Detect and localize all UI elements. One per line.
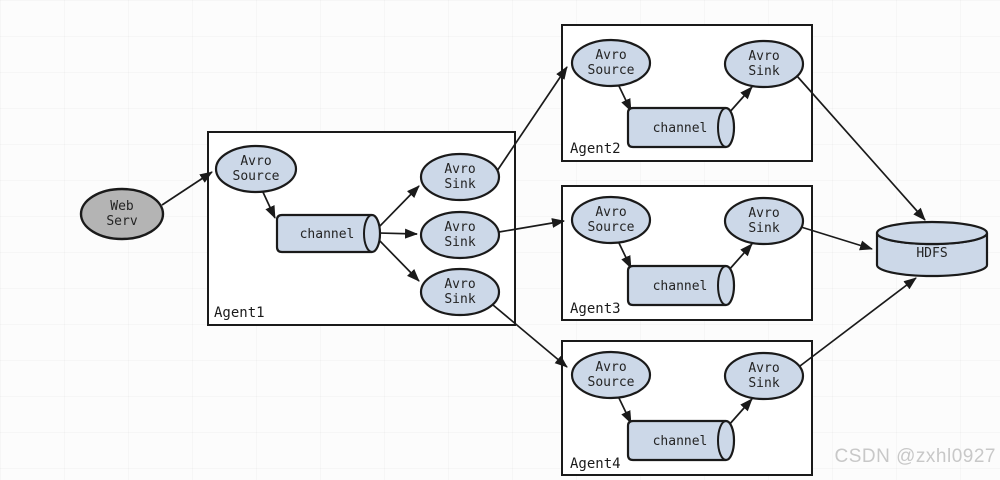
arrow-sink3-to-agent4-source (492, 304, 568, 368)
agent1-sink3-label-line1: Avro (444, 277, 475, 292)
arrow-agent2-source-to-channel (617, 83, 632, 112)
agent3-channel-label: channel (653, 279, 708, 294)
agent4-sink-label-line1: Avro (748, 361, 779, 376)
agent1-sink3-label-line2: Sink (444, 292, 475, 307)
agent1-label: Agent1 (214, 305, 265, 321)
arrow-agent4-channel-to-sink (727, 398, 753, 427)
agent2-sink-label-line2: Sink (748, 64, 779, 79)
arrow-agent3-sink-to-hdfs (800, 226, 873, 251)
agent3-channel: channel (626, 264, 736, 307)
agent4-channel-label: channel (653, 434, 708, 449)
arrow-agent2-channel-to-sink (727, 86, 753, 115)
agent2-channel: channel (626, 106, 736, 149)
agent1-sink2-label-line2: Sink (444, 235, 475, 250)
agent1-source-label-line2: Source (233, 169, 280, 184)
agent2-sink-label-line1: Avro (748, 49, 779, 64)
agent1-source-label-line1: Avro (240, 154, 271, 169)
agent3-sink-label-line1: Avro (748, 206, 779, 221)
arrow-agent3-channel-to-sink (727, 243, 753, 272)
web-server-label-line1: Web (110, 199, 134, 214)
agent3-label: Agent3 (570, 301, 621, 317)
agent4-channel: channel (626, 419, 736, 462)
agent4-source-label-line2: Source (588, 375, 635, 390)
agent3-source-label-line2: Source (588, 220, 635, 235)
arrow-agent4-sink-to-hdfs (799, 277, 917, 367)
arrow-agent2-sink-to-hdfs (796, 75, 926, 221)
hdfs-cylinder-top (875, 220, 989, 246)
agent2-source-label-line2: Source (588, 63, 635, 78)
agent2-source-label-line1: Avro (595, 48, 626, 63)
agent3-avro-source: Avro Source (570, 195, 652, 245)
arrow-webserv-to-agent1-source (161, 171, 213, 206)
arrow-sink1-to-agent2-source (496, 66, 568, 172)
agent1-avro-source: Avro Source (214, 144, 298, 194)
agent3-sink-label-line2: Sink (748, 221, 779, 236)
agent3-source-label-line1: Avro (595, 205, 626, 220)
arrow-sink2-to-agent3-source (498, 218, 565, 233)
hdfs-store: HDFS (875, 220, 989, 278)
agent3-avro-sink: Avro Sink (723, 196, 805, 246)
agent1-avro-sink-1: Avro Sink (419, 152, 501, 202)
arrow-agent1-source-to-channel (261, 189, 276, 219)
arrow-agent1-channel-to-sink3 (376, 237, 420, 282)
arrow-agent1-channel-to-sink2 (378, 228, 418, 239)
agent4-sink-label-line2: Sink (748, 376, 779, 391)
arrow-agent1-channel-to-sink1 (376, 185, 420, 230)
agent1-channel: channel (275, 213, 382, 254)
agent4-avro-sink: Avro Sink (723, 351, 805, 401)
agent1-channel-label: channel (300, 227, 355, 242)
web-server-label-line2: Serv (106, 214, 137, 229)
agent4-source-label-line1: Avro (595, 360, 626, 375)
hdfs-label: HDFS (916, 246, 947, 261)
agent1-sink1-label-line1: Avro (444, 162, 475, 177)
agent1-sink1-label-line2: Sink (444, 177, 475, 192)
agent2-avro-sink: Avro Sink (723, 39, 805, 89)
arrow-agent3-source-to-channel (617, 240, 632, 269)
agent4-label: Agent4 (570, 456, 621, 472)
arrow-agent4-source-to-channel (617, 395, 632, 424)
agent1-avro-sink-3: Avro Sink (419, 267, 501, 317)
agent1-avro-sink-2: Avro Sink (419, 210, 501, 260)
watermark-text: CSDN @zxhl0927 (834, 446, 996, 467)
agent2-channel-label: channel (653, 121, 708, 136)
agent2-avro-source: Avro Source (570, 38, 652, 88)
agent4-avro-source: Avro Source (570, 350, 652, 400)
agent1-sink2-label-line1: Avro (444, 220, 475, 235)
agent2-label: Agent2 (570, 141, 621, 157)
node-web-server: Web Serv (79, 187, 165, 241)
